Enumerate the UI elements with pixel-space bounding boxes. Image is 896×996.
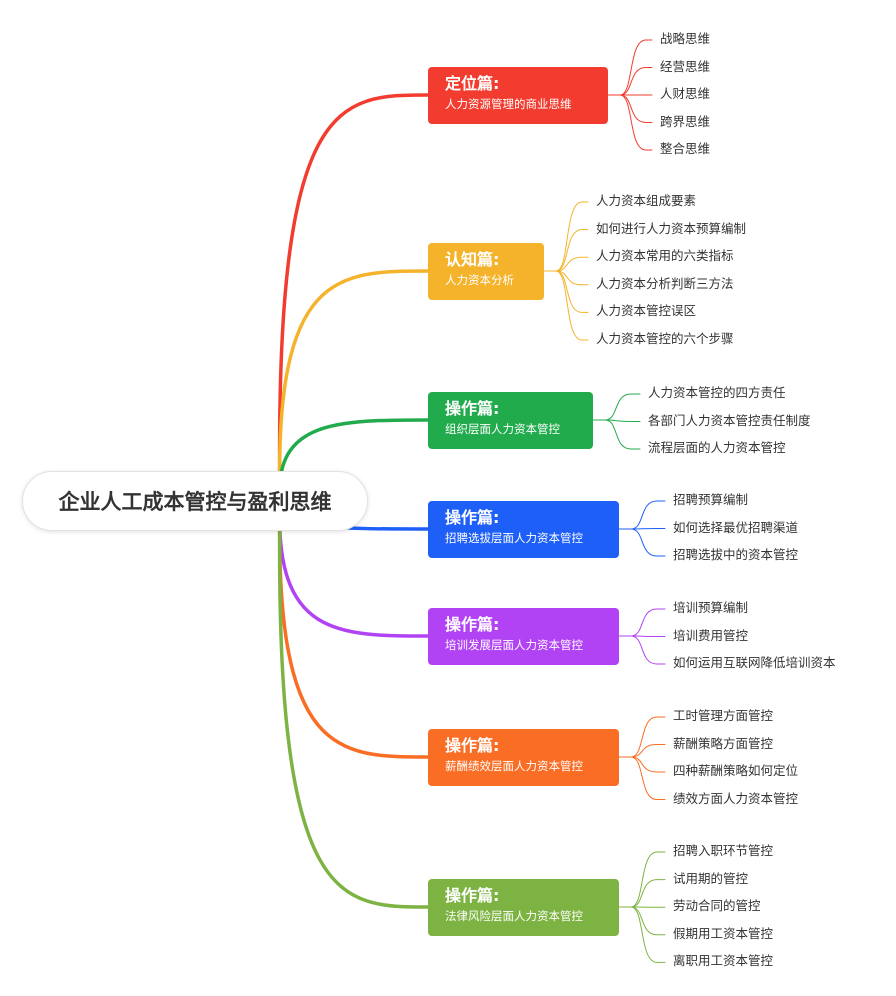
leaf-connector bbox=[618, 528, 666, 557]
leaf-connector bbox=[618, 500, 666, 530]
branch-connector bbox=[277, 93, 430, 503]
leaf-item[interactable]: 招聘入职环节管控 bbox=[673, 843, 774, 858]
leaf-item[interactable]: 招聘选拔中的资本管控 bbox=[673, 547, 799, 562]
branch-subtitle: 薪酬绩效层面人力资本管控 bbox=[445, 759, 583, 773]
branch-title: 认知篇: bbox=[445, 250, 500, 269]
branch-cognition[interactable]: 认知篇: 人力资本分析 bbox=[428, 243, 544, 300]
branch-legal-risk[interactable]: 操作篇: 法律风险层面人力资本管控 bbox=[428, 879, 619, 936]
root-title: 企业人工成本管控与盈利思维 bbox=[58, 490, 332, 514]
leaf-connector bbox=[592, 393, 641, 421]
branch-connector bbox=[277, 269, 430, 503]
branch-compensation[interactable]: 操作篇: 薪酬绩效层面人力资本管控 bbox=[428, 729, 619, 786]
leaf-connector bbox=[543, 201, 589, 272]
branch-subtitle: 人力资本分析 bbox=[445, 273, 514, 287]
branch-title: 操作篇: bbox=[445, 615, 500, 634]
leaf-item[interactable]: 培训费用管控 bbox=[673, 627, 749, 643]
branch-subtitle: 组织层面人力资本管控 bbox=[445, 422, 560, 436]
leaf-connector bbox=[607, 94, 653, 123]
leaf-item[interactable]: 劳动合同的管控 bbox=[673, 898, 761, 914]
leaf-connector bbox=[618, 756, 666, 800]
leaf-item[interactable]: 工时管理方面管控 bbox=[673, 708, 774, 723]
leaf-item[interactable]: 招聘预算编制 bbox=[673, 492, 749, 507]
leaf-item[interactable]: 人力资本管控的四方责任 bbox=[648, 385, 786, 400]
leaf-connector bbox=[592, 419, 641, 450]
leaf-item[interactable]: 人力资本管控误区 bbox=[596, 303, 697, 319]
leaf-connector bbox=[607, 94, 653, 151]
branch-connector bbox=[277, 499, 430, 759]
branch-title: 操作篇: bbox=[445, 886, 500, 905]
branch-subtitle: 招聘选拔层面人力资本管控 bbox=[445, 531, 583, 545]
leaf-connector bbox=[543, 256, 589, 272]
branch-positioning[interactable]: 定位篇: 人力资源管理的商业思维 bbox=[428, 67, 608, 124]
root-topic[interactable]: 企业人工成本管控与盈利思维 bbox=[22, 471, 368, 531]
leaf-connector bbox=[618, 756, 666, 773]
leaf-item[interactable]: 人力资本分析判断三方法 bbox=[596, 275, 734, 291]
leaf-connector bbox=[618, 635, 666, 665]
branch-title: 操作篇: bbox=[445, 508, 500, 527]
branch-recruitment[interactable]: 操作篇: 招聘选拔层面人力资本管控 bbox=[428, 501, 619, 558]
leaf-connector bbox=[543, 270, 589, 286]
leaf-item[interactable]: 各部门人力资本管控责任制度 bbox=[648, 412, 811, 428]
leaf-item[interactable]: 流程层面的人力资本管控 bbox=[648, 440, 786, 455]
leaf-item[interactable]: 假期用工资本管控 bbox=[673, 925, 774, 941]
branch-title: 操作篇: bbox=[445, 399, 500, 418]
leaf-item[interactable]: 四种薪酬策略如何定位 bbox=[673, 763, 799, 778]
branch-connector bbox=[277, 499, 430, 909]
leaf-item[interactable]: 培训预算编制 bbox=[673, 600, 749, 615]
leaf-item[interactable]: 离职用工资本管控 bbox=[673, 953, 774, 969]
branch-subtitle: 法律风险层面人力资本管控 bbox=[445, 909, 583, 923]
leaf-connector bbox=[618, 906, 666, 963]
leaf-item[interactable]: 人财思维 bbox=[660, 86, 711, 101]
leaf-item[interactable]: 人力资本组成要素 bbox=[596, 193, 697, 208]
leaf-connector bbox=[618, 744, 666, 758]
leaf-connector bbox=[607, 67, 653, 96]
leaf-item[interactable]: 整合思维 bbox=[660, 141, 711, 156]
branch-title: 定位篇: bbox=[445, 74, 500, 93]
branch-title: 操作篇: bbox=[445, 736, 500, 755]
leaf-connector bbox=[543, 229, 589, 272]
leaf-connector bbox=[618, 608, 666, 637]
leaf-item[interactable]: 如何进行人力资本预算编制 bbox=[596, 220, 747, 236]
leaf-item[interactable]: 经营思维 bbox=[660, 58, 711, 74]
leaf-item[interactable]: 战略思维 bbox=[660, 31, 711, 46]
leaf-item[interactable]: 如何运用互联网降低培训资本 bbox=[673, 655, 836, 670]
leaf-item[interactable]: 如何选择最优招聘渠道 bbox=[673, 519, 799, 535]
leaf-connector bbox=[543, 270, 589, 313]
branch-subtitle: 人力资源管理的商业思维 bbox=[445, 97, 572, 111]
branch-organization[interactable]: 操作篇: 组织层面人力资本管控 bbox=[428, 392, 593, 449]
leaf-item[interactable]: 跨界思维 bbox=[660, 113, 711, 129]
leaf-item[interactable]: 人力资本常用的六类指标 bbox=[596, 248, 734, 264]
leaf-item[interactable]: 绩效方面人力资本管控 bbox=[673, 790, 799, 806]
leaf-item[interactable]: 人力资本管控的六个步骤 bbox=[596, 331, 734, 346]
leaf-item[interactable]: 薪酬策略方面管控 bbox=[673, 735, 774, 751]
branch-subtitle: 培训发展层面人力资本管控 bbox=[445, 638, 583, 652]
branch-training[interactable]: 操作篇: 培训发展层面人力资本管控 bbox=[428, 608, 619, 665]
leaf-item[interactable]: 试用期的管控 bbox=[673, 870, 749, 886]
leaf-connector bbox=[543, 270, 589, 341]
